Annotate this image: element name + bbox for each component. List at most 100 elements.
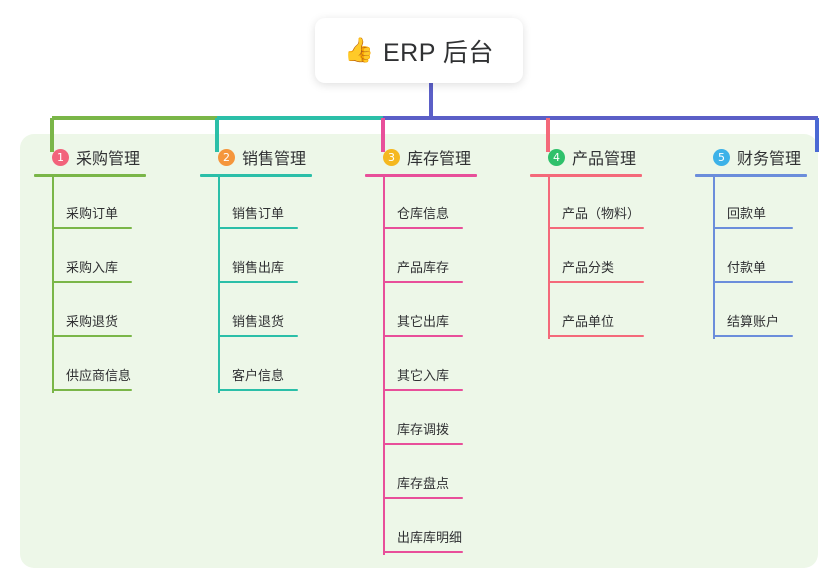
branch-underline: [365, 174, 477, 177]
branch-item-label: 销售出库: [232, 260, 285, 275]
branch-number-badge: 2: [218, 148, 235, 166]
branch-item-underline: [713, 227, 793, 229]
branch-column-2: 2 销售管理销售订单销售出库销售退货客户信息: [200, 146, 312, 393]
branch-item[interactable]: 其它出库: [365, 285, 477, 339]
branch-item-underline: [383, 389, 463, 391]
branch-item[interactable]: 库存调拨: [365, 393, 477, 447]
branch-item-underline: [52, 389, 132, 391]
branch-item[interactable]: 销售出库: [200, 231, 312, 285]
branch-item-label: 采购退货: [66, 314, 119, 329]
branch-item-underline: [383, 227, 463, 229]
root-node[interactable]: 👍 ERP 后台: [315, 18, 523, 83]
branch-item-label: 其它出库: [397, 314, 450, 329]
branch-item-underline: [548, 227, 644, 229]
branch-item-underline: [548, 281, 644, 283]
root-node-title: ERP 后台: [382, 38, 494, 67]
branch-item-list: 仓库信息产品库存其它出库其它入库库存调拨库存盘点出库库明细: [365, 177, 477, 555]
branch-header-1[interactable]: 1 采购管理: [34, 146, 146, 168]
branch-underline: [200, 174, 312, 177]
branch-item-list: 产品（物料） 产品分类产品单位: [530, 177, 644, 339]
branch-spine: [713, 177, 715, 339]
branch-number-badge: 4: [548, 148, 565, 166]
branch-item-underline: [383, 443, 463, 445]
branch-title: 财务管理: [737, 151, 802, 168]
branch-item[interactable]: 出库库明细: [365, 501, 477, 555]
branch-item[interactable]: 结算账户: [695, 285, 807, 339]
branch-item[interactable]: 付款单: [695, 231, 807, 285]
branch-item[interactable]: 回款单: [695, 177, 807, 231]
branch-item[interactable]: 产品（物料）: [530, 177, 644, 231]
branch-item-underline: [218, 389, 298, 391]
branch-item[interactable]: 产品库存: [365, 231, 477, 285]
branch-item-label: 库存调拨: [397, 422, 450, 437]
branch-header-3[interactable]: 3 库存管理: [365, 146, 477, 168]
branch-item-underline: [713, 335, 793, 337]
branch-item-label: 出库库明细: [397, 530, 463, 545]
branch-item[interactable]: 仓库信息: [365, 177, 477, 231]
branch-item-underline: [218, 281, 298, 283]
branch-underline: [530, 174, 642, 177]
branch-item-underline: [52, 227, 132, 229]
branch-item-label: 采购订单: [66, 206, 119, 221]
branch-item-label: 客户信息: [232, 368, 285, 383]
branch-item-label: 销售退货: [232, 314, 285, 329]
branch-title: 库存管理: [407, 151, 472, 168]
branch-column-5: 5 财务管理回款单付款单结算账户: [695, 146, 807, 339]
branch-item-underline: [383, 281, 463, 283]
branch-item[interactable]: 库存盘点: [365, 447, 477, 501]
branch-item-label: 其它入库: [397, 368, 450, 383]
branch-item-label: 产品库存: [397, 260, 450, 275]
branch-item-underline: [383, 335, 463, 337]
branch-item-underline: [383, 497, 463, 499]
branch-spine: [548, 177, 550, 339]
branch-item-label: 仓库信息: [397, 206, 450, 221]
branch-underline: [34, 174, 146, 177]
branch-item[interactable]: 其它入库: [365, 339, 477, 393]
branch-number-badge: 1: [52, 148, 69, 166]
branch-item-list: 销售订单销售出库销售退货客户信息: [200, 177, 312, 393]
branch-spine: [52, 177, 54, 393]
branch-number-badge: 3: [383, 148, 400, 166]
branch-header-2[interactable]: 2 销售管理: [200, 146, 312, 168]
branch-item-underline: [52, 335, 132, 337]
branch-title: 销售管理: [242, 151, 307, 168]
branch-item-underline: [52, 281, 132, 283]
branch-item[interactable]: 销售订单: [200, 177, 312, 231]
branch-item-underline: [383, 551, 463, 553]
branch-item-label: 库存盘点: [397, 476, 450, 491]
branch-item-list: 回款单付款单结算账户: [695, 177, 807, 339]
branch-spine: [218, 177, 220, 393]
branch-item-label: 产品单位: [562, 314, 615, 329]
branch-item[interactable]: 销售退货: [200, 285, 312, 339]
branch-item[interactable]: 产品单位: [530, 285, 644, 339]
branch-number-badge: 5: [713, 148, 730, 166]
branch-item[interactable]: 采购订单: [34, 177, 146, 231]
diagram-background-panel: [20, 134, 818, 568]
branch-title: 采购管理: [76, 151, 141, 168]
branch-item-underline: [218, 227, 298, 229]
branch-item-label: 产品分类: [562, 260, 615, 275]
branch-column-1: 1 采购管理采购订单采购入库采购退货供应商信息: [34, 146, 146, 393]
branch-item-underline: [218, 335, 298, 337]
branch-item-label: 付款单: [727, 260, 767, 275]
branch-item-label: 产品（物料）: [562, 206, 641, 221]
branch-item[interactable]: 采购入库: [34, 231, 146, 285]
branch-item[interactable]: 产品分类: [530, 231, 644, 285]
branch-underline: [695, 174, 807, 177]
branch-item-label: 回款单: [727, 206, 767, 221]
branch-item-label: 结算账户: [727, 314, 780, 329]
branch-spine: [383, 177, 385, 555]
branch-column-3: 3 库存管理仓库信息产品库存其它出库其它入库库存调拨库存盘点出库库明细: [365, 146, 477, 555]
branch-item[interactable]: 供应商信息: [34, 339, 146, 393]
branch-item-label: 供应商信息: [66, 368, 132, 383]
branch-header-5[interactable]: 5 财务管理: [695, 146, 807, 168]
branch-item[interactable]: 采购退货: [34, 285, 146, 339]
branch-item[interactable]: 客户信息: [200, 339, 312, 393]
branch-item-list: 采购订单采购入库采购退货供应商信息: [34, 177, 146, 393]
branch-item-label: 采购入库: [66, 260, 119, 275]
thumbs-up-icon: 👍: [344, 36, 374, 64]
branch-item-underline: [713, 281, 793, 283]
